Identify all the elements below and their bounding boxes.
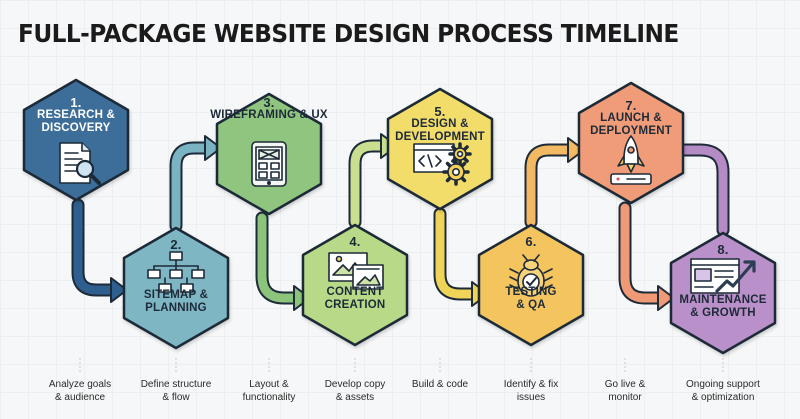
connector-arrows bbox=[71, 133, 730, 311]
step-title: 7.LAUNCH &DEPLOYMENT bbox=[571, 99, 691, 138]
step-description-line: Develop copy bbox=[324, 379, 386, 390]
step-description: Go live & monitor bbox=[570, 378, 680, 404]
step-description-line: Layout & bbox=[249, 379, 289, 390]
step-title-line: RESEARCH & bbox=[36, 109, 116, 121]
step-description: Build & code bbox=[385, 378, 495, 391]
step-title-line: & QA bbox=[516, 299, 546, 311]
step-description: Identify & fix issues bbox=[476, 378, 586, 404]
step-number: 2. bbox=[170, 237, 182, 252]
bug-check-icon bbox=[509, 254, 553, 297]
step-title-line: LAUNCH & bbox=[600, 112, 662, 124]
sitemap-icon bbox=[147, 251, 205, 293]
step-title-line: DEPLOYMENT bbox=[590, 125, 672, 137]
step-title-line: TESTING bbox=[505, 286, 557, 298]
step-description-line: & assets bbox=[335, 392, 375, 403]
step-title-line: CONTENT bbox=[326, 286, 384, 298]
step-title-line: WIREFRAMING & UX bbox=[210, 109, 328, 121]
step-title: 2. SITEMAP &PLANNING bbox=[116, 238, 236, 315]
step-description-line: issues bbox=[516, 392, 546, 403]
step-title: 1.RESEARCH &DISCOVERY bbox=[16, 96, 136, 135]
page-title: FULL-PACKAGE WEBSITE DESIGN PROCESS TIME… bbox=[18, 19, 679, 48]
step-title: 6. TESTING& QA bbox=[471, 235, 591, 312]
step-title-line: DESIGN & bbox=[411, 118, 469, 130]
step-number: 6. bbox=[525, 234, 537, 249]
step-description-line: Ongoing support bbox=[686, 379, 760, 390]
growth-chart-icon bbox=[690, 258, 756, 294]
step-description-line: functionality bbox=[242, 392, 296, 403]
connector-arrow bbox=[71, 198, 128, 303]
step-title-line: & GROWTH bbox=[690, 307, 756, 319]
rocket-server-icon bbox=[610, 135, 652, 185]
step-icons bbox=[59, 135, 756, 297]
step-title-line: DEVELOPMENT bbox=[395, 131, 485, 143]
step-title-line: DISCOVERY bbox=[41, 122, 111, 134]
step-description-line: monitor bbox=[608, 392, 642, 403]
document-search-icon bbox=[59, 142, 101, 185]
timeline-ticks bbox=[79, 358, 724, 372]
connector-arrow bbox=[618, 201, 675, 311]
step-description-line: & audience bbox=[54, 392, 106, 403]
connector-arrow bbox=[169, 135, 222, 233]
step-description: Layout & functionality bbox=[214, 378, 324, 404]
step-title: 8. MAINTENANCE& GROWTH bbox=[663, 243, 783, 320]
step-hexagon bbox=[22, 78, 130, 202]
step-description-line: Go live & bbox=[604, 379, 646, 390]
step-description: Ongoing support & optimization bbox=[668, 378, 778, 404]
step-description-line: Define structure bbox=[140, 379, 212, 390]
step-title-line: CREATION bbox=[324, 299, 386, 311]
step-title-line: SITEMAP & bbox=[143, 289, 209, 301]
step-number: 5. bbox=[434, 104, 446, 119]
connector-arrow bbox=[678, 143, 730, 237]
connector-arrow bbox=[524, 137, 585, 229]
step-number: 1. bbox=[70, 95, 82, 110]
step-description-line: Analyze goals bbox=[48, 379, 112, 390]
step-number: 7. bbox=[625, 98, 637, 113]
content-image-icon bbox=[328, 252, 384, 290]
step-description-line: & optimization bbox=[691, 392, 755, 403]
step-description-line: & flow bbox=[162, 392, 190, 403]
step-title: 5.DESIGN &DEVELOPMENT bbox=[380, 105, 500, 144]
step-description: Analyze goals & audience bbox=[25, 378, 135, 404]
step-description: Develop copy & assets bbox=[300, 378, 410, 404]
step-description: Define structure & flow bbox=[121, 378, 231, 404]
step-number: 8. bbox=[717, 242, 729, 257]
step-number: 3. bbox=[263, 95, 275, 110]
step-number: 4. bbox=[349, 234, 361, 249]
code-gear-icon bbox=[413, 142, 472, 186]
step-description-line: Build & code bbox=[411, 379, 469, 390]
wireframe-tablet-icon bbox=[251, 141, 287, 187]
step-hexagon bbox=[122, 226, 230, 350]
step-title-line: MAINTENANCE bbox=[679, 294, 767, 306]
step-title: 3.WIREFRAMING & UX bbox=[209, 96, 329, 122]
step-title-line: PLANNING bbox=[145, 302, 207, 314]
step-description-line: Identify & fix bbox=[503, 379, 559, 390]
